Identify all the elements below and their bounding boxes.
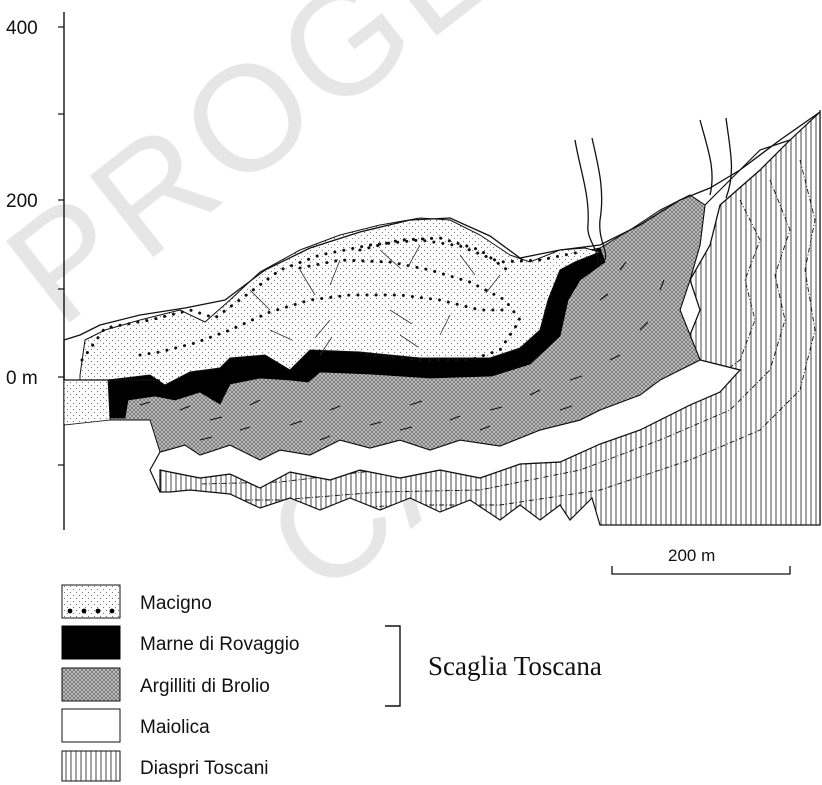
legend-item-diaspri-toscani: Diaspri Toscani xyxy=(62,751,268,781)
scale-bar-line xyxy=(612,566,790,574)
group-label-scaglia-toscana: Scaglia Toscana xyxy=(428,651,602,681)
legend-label-diaspri-toscani: Diaspri Toscani xyxy=(140,758,268,779)
legend-label-argilliti-di-brolio: Argilliti di Brolio xyxy=(140,676,270,697)
scale-bar-label: 200 m xyxy=(668,546,715,565)
left-stipple-wedge xyxy=(64,380,110,425)
legend-item-macigno: Macigno xyxy=(62,585,212,618)
legend-swatch-maiolica xyxy=(62,709,120,742)
tick-label-0m: 0 m xyxy=(6,368,38,389)
legend-swatch-diaspri-toscani xyxy=(62,751,120,781)
legend-label-marne-di-rovaggio: Marne di Rovaggio xyxy=(140,634,299,655)
legend-label-macigno: Macigno xyxy=(140,593,212,614)
legend-item-argilliti-di-brolio: Argilliti di Brolio xyxy=(62,668,270,701)
group-bracket xyxy=(385,626,400,706)
tick-label-400: 400 xyxy=(6,18,38,39)
tick-label-200: 200 xyxy=(6,191,38,212)
legend-item-marne-di-rovaggio: Marne di Rovaggio xyxy=(62,626,299,659)
legend-swatch-argilliti-di-brolio xyxy=(62,668,120,701)
scale-bar: 200 m xyxy=(612,546,790,574)
legend-label-maiolica: Maiolica xyxy=(140,717,210,738)
legend-item-maiolica: Maiolica xyxy=(62,709,210,742)
legend-swatch-marne-di-rovaggio xyxy=(62,626,120,659)
